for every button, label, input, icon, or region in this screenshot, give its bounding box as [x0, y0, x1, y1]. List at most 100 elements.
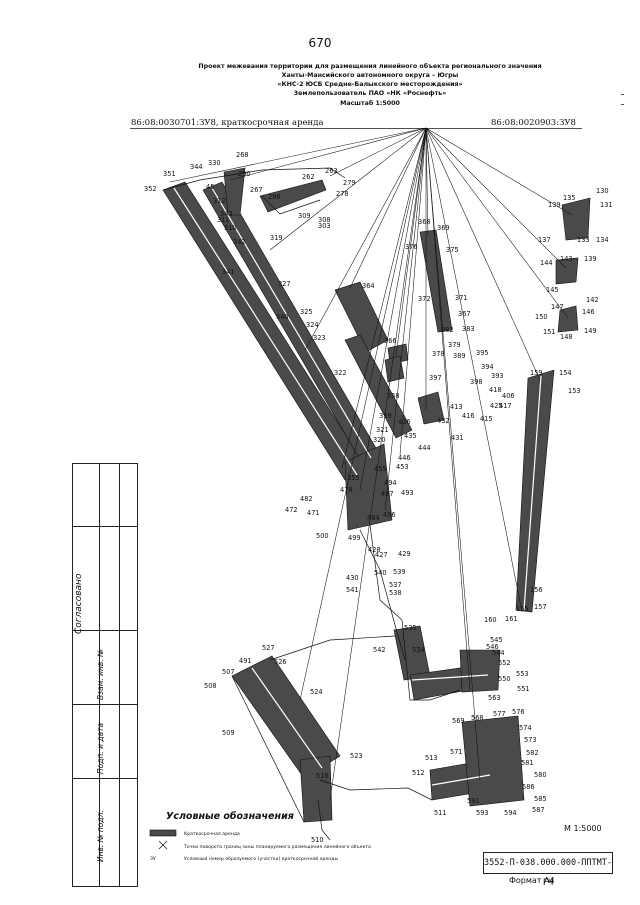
parcel-516: [299, 755, 333, 823]
point-label: 500: [316, 532, 329, 540]
point-label: 322: [334, 369, 347, 377]
point-label: 324: [306, 321, 319, 329]
point-label: 343: [220, 210, 233, 218]
point-label: 323: [313, 334, 326, 342]
point-label: 510: [311, 836, 324, 844]
point-label: 509: [222, 729, 235, 737]
point-label: 398: [470, 378, 483, 386]
parcel-arm: [259, 179, 327, 213]
point-label: 574: [519, 724, 532, 732]
parcel-143: [555, 257, 579, 285]
header-line-1: Проект межевания территории для размещен…: [198, 63, 542, 70]
point-label: 435: [404, 432, 417, 440]
point-label: 148: [560, 333, 573, 341]
point-label: 417: [499, 402, 512, 410]
point-label: 150: [535, 313, 548, 321]
point-label: 418: [489, 386, 502, 394]
point-label: 568: [471, 714, 484, 722]
point-label: 415: [480, 415, 493, 423]
margin-mark: [621, 104, 624, 105]
point-label: 482: [300, 495, 313, 503]
point-label: 378: [432, 350, 445, 358]
scale-label: М 1:5000: [564, 824, 602, 833]
page-format: Формат А4: [509, 876, 555, 885]
parcel-130: [561, 197, 591, 241]
parcel-577: [461, 715, 525, 807]
point-label: 156: [530, 586, 543, 594]
point-label: 303: [318, 222, 331, 230]
point-label: 537: [389, 581, 402, 589]
point-label: 534: [412, 646, 425, 654]
point-label: 143: [560, 255, 573, 263]
map-top-line: [130, 128, 582, 129]
point-label: 359: [379, 412, 392, 420]
plot-label-right: 86:08:0020903:ЗУ8: [491, 118, 576, 128]
point-label: 286: [268, 193, 281, 201]
point-label: 389: [453, 352, 466, 360]
point-label: 139: [548, 201, 561, 209]
parcel-368: [419, 229, 453, 333]
point-label: 263: [325, 167, 338, 175]
point-label: 513: [425, 754, 438, 762]
point-label: 161: [505, 615, 518, 623]
point-label: 491: [239, 657, 252, 665]
point-label: 540: [374, 569, 387, 577]
point-label: 563: [488, 694, 501, 702]
point-label: 535: [404, 624, 417, 632]
point-label: 593: [476, 809, 489, 817]
point-label: 585: [534, 795, 547, 803]
point-label: 379: [448, 341, 461, 349]
point-label: 146: [582, 308, 595, 316]
point-label: 526: [274, 658, 287, 666]
point-label: 160: [484, 616, 497, 624]
point-label: 372: [418, 295, 431, 303]
point-label: 428: [368, 546, 381, 554]
point-label: 497: [381, 490, 394, 498]
point-label: 527: [262, 644, 275, 652]
point-label: 154: [559, 369, 572, 377]
point-label: 413: [450, 403, 463, 411]
point-label: 45: [206, 183, 214, 191]
side-inv-orig: Инв. № подл.: [96, 810, 105, 862]
point-label: 312: [213, 197, 226, 205]
parcel-east-strip: [515, 369, 555, 613]
point-label: 327: [278, 280, 291, 288]
parcel-north: [223, 167, 246, 216]
point-label: 131: [600, 201, 613, 209]
point-label: 406: [502, 392, 515, 400]
point-label: 544: [492, 649, 505, 657]
header-line-4: Землепользователь ПАО «НК «Роснефть»: [293, 90, 447, 97]
point-label: 309: [298, 212, 311, 220]
object-outline: [162, 167, 461, 841]
side-agreed: Согласовано: [74, 573, 84, 634]
point-label: 499: [348, 534, 361, 542]
point-label: 569: [452, 717, 465, 725]
point-label: 553: [516, 670, 529, 678]
point-label: 552: [498, 659, 511, 667]
margin-mark: [621, 94, 624, 95]
point-label: 397: [429, 374, 442, 382]
point-label: 367: [458, 310, 471, 318]
legend-points-label: Точки поворота границ зоны планируемого …: [184, 845, 371, 850]
point-label: 267: [250, 186, 263, 194]
point-label: 541: [346, 586, 359, 594]
point-label: 366: [384, 337, 397, 345]
point-label: 455: [374, 465, 387, 473]
legend-title: Условные обозначения: [166, 811, 294, 822]
point-label: 394: [481, 363, 494, 371]
point-label: 576: [512, 708, 525, 716]
point-label: 550: [498, 675, 511, 683]
point-label: 432: [437, 417, 450, 425]
point-label: 311: [217, 216, 230, 224]
parcel-hub: [344, 443, 393, 531]
point-label: 545: [490, 636, 503, 644]
point-label: 511: [434, 809, 447, 817]
point-label: 516: [316, 772, 329, 780]
point-label: 586: [522, 783, 535, 791]
point-label: 539: [393, 568, 406, 576]
point-label: 268: [236, 151, 249, 159]
approval-side-block: [72, 463, 138, 887]
header-line-2: Ханты-Мансийского автономного округа – Ю…: [281, 72, 459, 79]
